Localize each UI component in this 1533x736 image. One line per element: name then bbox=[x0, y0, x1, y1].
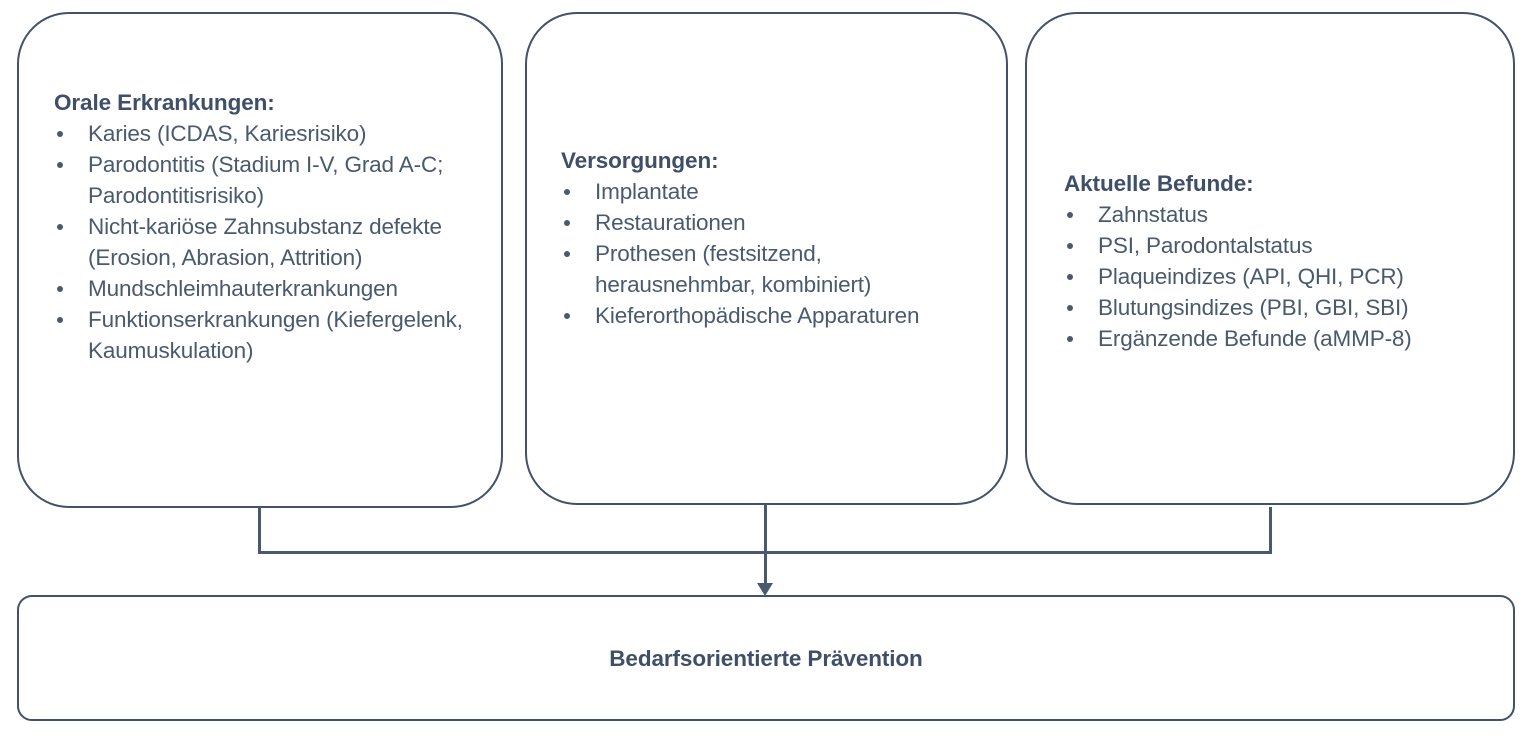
card-orale-erkrankungen-list: Karies (ICDAS, Kariesrisiko) Parodontiti… bbox=[54, 118, 483, 366]
card-aktuelle-befunde-body: Aktuelle Befunde: Zahnstatus PSI, Parodo… bbox=[1064, 168, 1499, 354]
outcome-label: Bedarfsorientierte Prävention bbox=[609, 646, 923, 671]
list-item: Zahnstatus bbox=[1064, 199, 1499, 230]
card-versorgungen-list: Implantate Restaurationen Prothesen (fes… bbox=[561, 176, 988, 331]
card-versorgungen: Versorgungen: Implantate Restaurationen … bbox=[525, 12, 1008, 505]
list-item: Parodontitis (Stadium I-V, Grad A-C; Par… bbox=[54, 149, 483, 211]
list-item: Nicht-kariöse Zahnsubstanz defekte (Eros… bbox=[54, 211, 483, 273]
list-item: Kieferorthopädische Apparaturen bbox=[561, 300, 988, 331]
list-item: Prothesen (festsitzend, herausnehmbar, k… bbox=[561, 238, 988, 300]
card-aktuelle-befunde: Aktuelle Befunde: Zahnstatus PSI, Parodo… bbox=[1025, 12, 1515, 505]
card-orale-erkrankungen: Orale Erkrankungen: Karies (ICDAS, Karie… bbox=[17, 12, 503, 508]
card-aktuelle-befunde-list: Zahnstatus PSI, Parodontalstatus Plaquei… bbox=[1064, 199, 1499, 354]
list-item: Ergänzende Befunde (aMMP-8) bbox=[1064, 323, 1499, 354]
list-item: Implantate bbox=[561, 176, 988, 207]
connector-stub-right bbox=[1269, 507, 1272, 553]
list-item: Blutungsindizes (PBI, GBI, SBI) bbox=[1064, 292, 1499, 323]
connector-stub-left bbox=[258, 507, 261, 553]
list-item: Mundschleimhauterkrankungen bbox=[54, 273, 483, 304]
card-orale-erkrankungen-body: Orale Erkrankungen: Karies (ICDAS, Karie… bbox=[54, 87, 483, 366]
list-item: Karies (ICDAS, Kariesrisiko) bbox=[54, 118, 483, 149]
connector-arrowhead-icon bbox=[757, 583, 773, 596]
list-item: Restaurationen bbox=[561, 207, 988, 238]
connector-horizontal-bus bbox=[258, 551, 1272, 554]
list-item: Funktionserkrankungen (Kiefergelenk, Kau… bbox=[54, 304, 483, 366]
card-versorgungen-heading: Versorgungen: bbox=[561, 148, 719, 173]
connector-stub-center bbox=[764, 504, 767, 584]
card-orale-erkrankungen-heading: Orale Erkrankungen: bbox=[54, 90, 275, 115]
card-aktuelle-befunde-heading: Aktuelle Befunde: bbox=[1064, 171, 1254, 196]
outcome-bar: Bedarfsorientierte Prävention bbox=[17, 595, 1515, 721]
card-versorgungen-body: Versorgungen: Implantate Restaurationen … bbox=[561, 145, 988, 331]
list-item: PSI, Parodontalstatus bbox=[1064, 230, 1499, 261]
list-item: Plaqueindizes (API, QHI, PCR) bbox=[1064, 261, 1499, 292]
